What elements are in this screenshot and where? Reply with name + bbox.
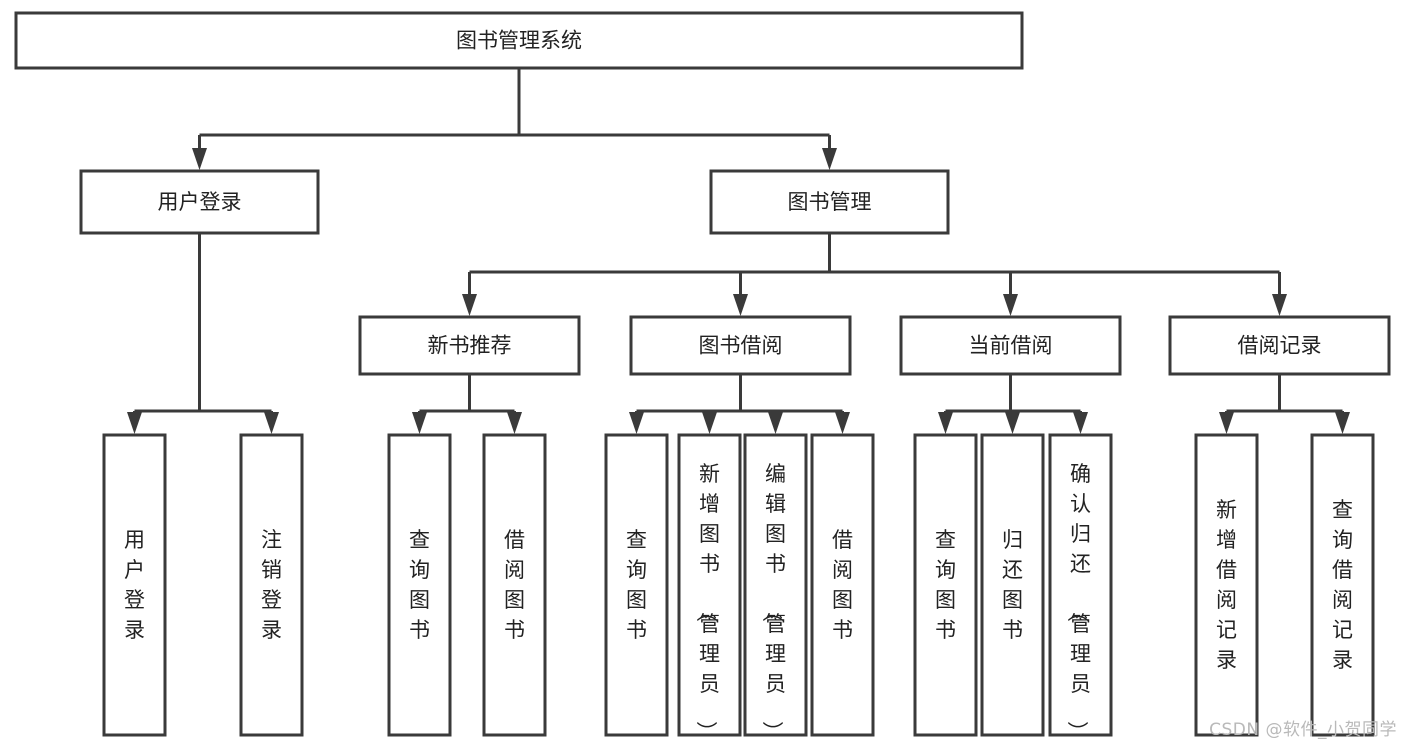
node-label-leaf-borrow-book-1: 借阅图书 [504, 528, 525, 642]
node-label-borrow: 图书借阅 [699, 334, 783, 358]
node-box-borrow[interactable] [629, 315, 852, 376]
node-label-leaf-query-book-2: 查询图书 [626, 528, 647, 642]
node-label-leaf-query-record: 查询借阅记录 [1332, 498, 1353, 672]
arrow-head-icon [733, 294, 748, 316]
node-label-leaf-query-book-3: 查询图书 [935, 528, 956, 642]
node-box-leaf-borrow-book-2[interactable] [810, 433, 875, 737]
node-leaf-confirm-return[interactable]: 确认归还（管理员） [1048, 433, 1113, 742]
connector-group-record [1219, 374, 1350, 434]
node-box-record[interactable] [1168, 315, 1391, 376]
connector-group-root [192, 68, 837, 170]
csdn-watermark: CSDN @软件_小贺同学 [1209, 720, 1397, 740]
node-box-leaf-add-book[interactable] [677, 433, 742, 737]
node-label-bookmgmt: 图书管理 [788, 190, 872, 214]
node-borrow[interactable]: 图书借阅 [629, 315, 852, 376]
connector-layer [127, 68, 1350, 434]
node-layer: 图书管理系统用户登录图书管理新书推荐图书借阅当前借阅借阅记录用户登录注销登录查询… [14, 11, 1391, 742]
node-login[interactable]: 用户登录 [79, 169, 320, 235]
node-label-root: 图书管理系统 [456, 29, 582, 53]
node-box-bookmgmt[interactable] [709, 169, 950, 235]
node-label-leaf-user-login: 用户登录 [124, 528, 145, 642]
node-leaf-return-book[interactable]: 归还图书 [980, 433, 1045, 737]
arrow-head-icon [1219, 412, 1234, 434]
arrow-head-icon [264, 412, 279, 434]
arrow-head-icon [702, 412, 717, 434]
node-leaf-borrow-book-1[interactable]: 借阅图书 [482, 433, 547, 737]
node-leaf-query-book-1[interactable]: 查询图书 [387, 433, 452, 737]
node-box-leaf-query-book-2[interactable] [604, 433, 669, 737]
arrow-head-icon [835, 412, 850, 434]
node-leaf-add-book[interactable]: 新增图书（管理员） [677, 433, 742, 742]
node-label-leaf-user-logout: 注销登录 [261, 528, 282, 642]
node-record[interactable]: 借阅记录 [1168, 315, 1391, 376]
node-leaf-edit-book[interactable]: 编辑图书（管理员） [743, 433, 808, 742]
node-root[interactable]: 图书管理系统 [14, 11, 1024, 70]
connector-group-newbook [412, 374, 522, 434]
node-label-leaf-add-record: 新增借阅记录 [1216, 498, 1237, 672]
arrow-head-icon [1003, 294, 1018, 316]
node-label-login: 用户登录 [158, 190, 242, 214]
node-label-leaf-confirm-return: 确认归还（管理员） [1065, 462, 1091, 742]
node-label-leaf-edit-book: 编辑图书（管理员） [760, 462, 786, 742]
arrow-head-icon [822, 148, 837, 170]
node-current[interactable]: 当前借阅 [899, 315, 1122, 376]
arrow-head-icon [507, 412, 522, 434]
arrow-head-icon [938, 412, 953, 434]
node-box-leaf-confirm-return[interactable] [1048, 433, 1113, 737]
node-box-leaf-user-logout[interactable] [239, 433, 304, 737]
node-leaf-query-book-3[interactable]: 查询图书 [913, 433, 978, 737]
node-leaf-query-book-2[interactable]: 查询图书 [604, 433, 669, 737]
connector-group-login [127, 233, 279, 434]
node-box-leaf-edit-book[interactable] [743, 433, 808, 737]
connector-group-bookmgmt [462, 233, 1287, 316]
arrow-head-icon [462, 294, 477, 316]
node-box-leaf-return-book[interactable] [980, 433, 1045, 737]
node-newbook[interactable]: 新书推荐 [358, 315, 581, 376]
connector-group-current [938, 374, 1088, 434]
node-box-newbook[interactable] [358, 315, 581, 376]
arrow-head-icon [1272, 294, 1287, 316]
node-box-leaf-query-book-1[interactable] [387, 433, 452, 737]
node-label-leaf-borrow-book-2: 借阅图书 [832, 528, 853, 642]
arrow-head-icon [1005, 412, 1020, 434]
arrow-head-icon [629, 412, 644, 434]
node-label-leaf-query-book-1: 查询图书 [409, 528, 430, 642]
node-box-leaf-user-login[interactable] [102, 433, 167, 737]
node-leaf-user-login[interactable]: 用户登录 [102, 433, 167, 737]
node-box-root[interactable] [14, 11, 1024, 70]
node-box-leaf-query-book-3[interactable] [913, 433, 978, 737]
node-leaf-add-record[interactable]: 新增借阅记录 [1194, 433, 1259, 737]
node-bookmgmt[interactable]: 图书管理 [709, 169, 950, 235]
node-box-leaf-query-record[interactable] [1310, 433, 1375, 737]
arrow-head-icon [1073, 412, 1088, 434]
node-label-leaf-add-book: 新增图书（管理员） [694, 462, 720, 742]
node-label-current: 当前借阅 [969, 334, 1053, 358]
arrow-head-icon [1335, 412, 1350, 434]
node-box-login[interactable] [79, 169, 320, 235]
arrow-head-icon [412, 412, 427, 434]
node-label-newbook: 新书推荐 [428, 334, 512, 358]
connector-group-borrow [629, 374, 850, 434]
node-box-leaf-add-record[interactable] [1194, 433, 1259, 737]
node-leaf-borrow-book-2[interactable]: 借阅图书 [810, 433, 875, 737]
node-box-current[interactable] [899, 315, 1122, 376]
node-leaf-user-logout[interactable]: 注销登录 [239, 433, 304, 737]
arrow-head-icon [192, 148, 207, 170]
node-box-leaf-borrow-book-1[interactable] [482, 433, 547, 737]
arrow-head-icon [768, 412, 783, 434]
node-label-leaf-return-book: 归还图书 [1002, 528, 1023, 642]
node-label-record: 借阅记录 [1238, 334, 1322, 358]
node-leaf-query-record[interactable]: 查询借阅记录 [1310, 433, 1375, 737]
arrow-head-icon [127, 412, 142, 434]
